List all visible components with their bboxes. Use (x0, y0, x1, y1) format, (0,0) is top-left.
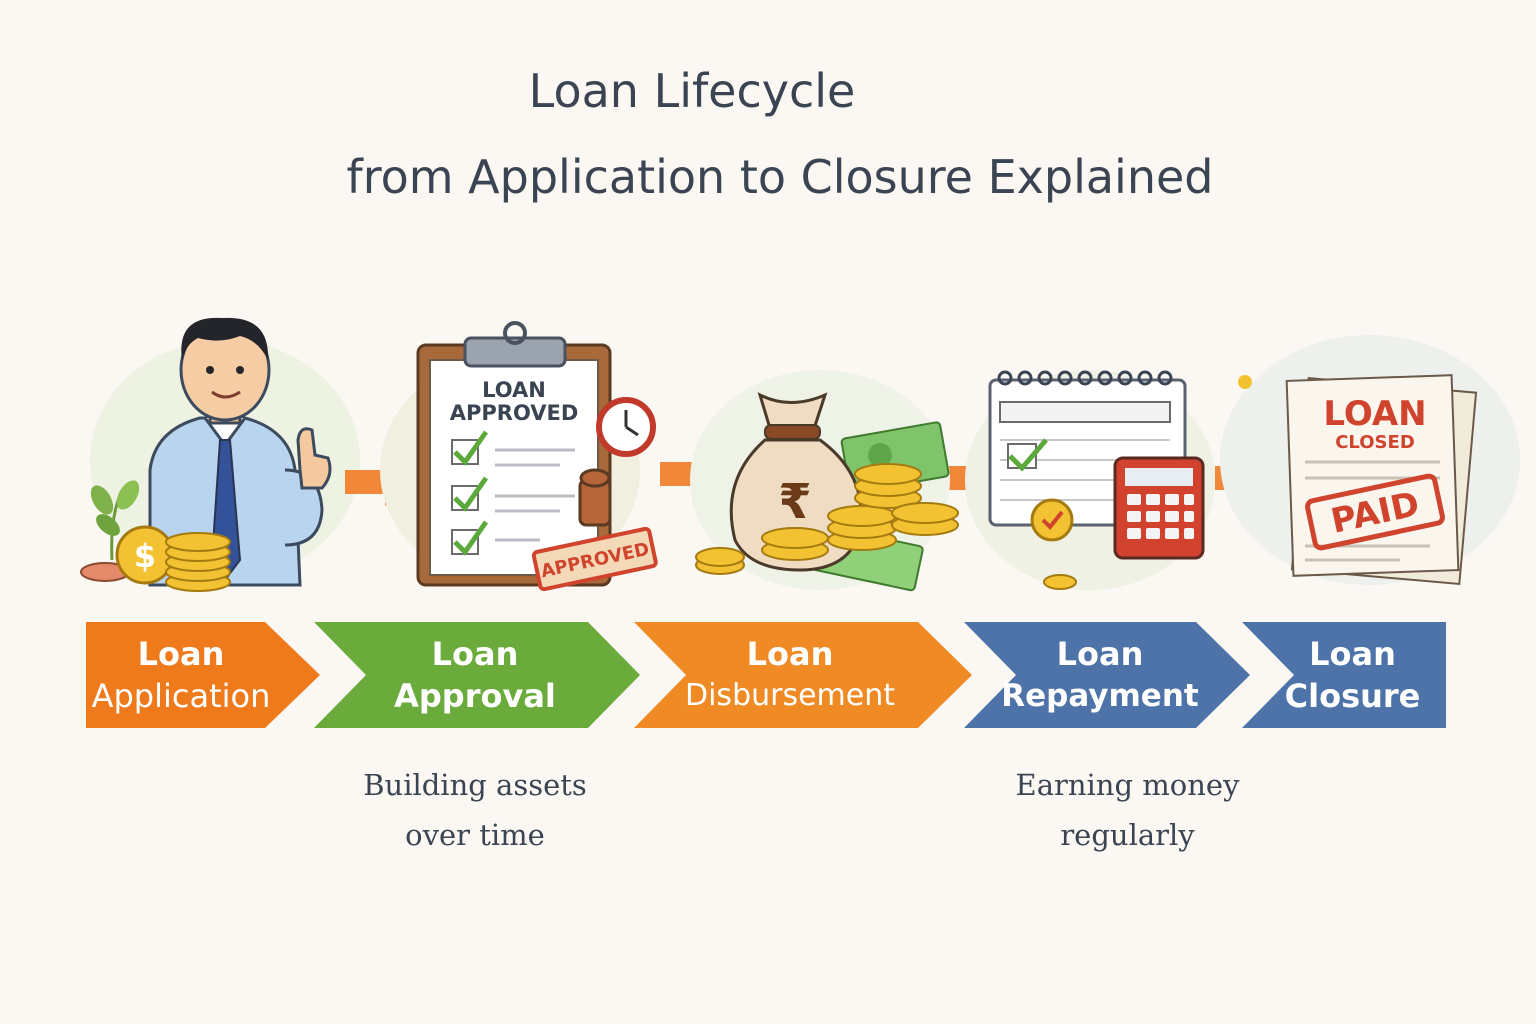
closure-illustration: LOAN CLOSED PAID (1220, 335, 1520, 586)
step-chevron-4 (964, 622, 1250, 728)
note-repayment: Earning money regularly (1015, 768, 1240, 852)
disbursement-illustration: ₹ (690, 370, 959, 592)
approval-illustration: LOAN APPROVED APPROVED (380, 321, 658, 592)
step-application: Loan Application (91, 635, 271, 715)
step-chevron-2 (314, 622, 640, 728)
page-title: Loan Lifecycle (528, 64, 856, 118)
step-closure: Loan Closure (1284, 635, 1421, 715)
step-chevrons (86, 622, 1446, 728)
checkmark-icon (451, 430, 489, 556)
plant-icon (90, 480, 140, 561)
coins-icon: $ (80, 525, 231, 592)
repayment-illustration (965, 370, 1215, 590)
coin-check-icon (1030, 498, 1077, 590)
svg-text:APPROVED: APPROVED (450, 401, 579, 425)
step-disbursement: Loan Disbursement (685, 635, 895, 713)
svg-text:LOAN: LOAN (1323, 394, 1426, 434)
clock-icon (596, 397, 656, 457)
rupee-icon: ₹ (778, 474, 811, 530)
document-icon: LOAN CLOSED PAID (1305, 394, 1445, 562)
calculator-icon (1113, 456, 1205, 560)
step-approval: Loan Approval (394, 635, 556, 715)
sparkle-icon (1238, 375, 1252, 389)
page-subtitle: from Application to Closure Explained (346, 150, 1214, 204)
step-chevron-1 (86, 622, 320, 728)
svg-text:CLOSED: CLOSED (1335, 432, 1415, 453)
checkmark-icon (1008, 438, 1048, 472)
dollar-icon: $ (134, 537, 156, 575)
step-repayment: Loan Repayment (1001, 635, 1199, 714)
stamp-icon: APPROVED (531, 468, 658, 592)
note-approval: Building assets over time (363, 768, 587, 852)
illustrations: $ LOAN APPROVED (80, 317, 1520, 592)
step-chevron-5 (1242, 622, 1446, 728)
step-chevron-3 (634, 622, 972, 728)
application-illustration: $ (80, 317, 360, 592)
svg-text:LOAN: LOAN (482, 378, 546, 402)
coins-icon (695, 463, 959, 575)
